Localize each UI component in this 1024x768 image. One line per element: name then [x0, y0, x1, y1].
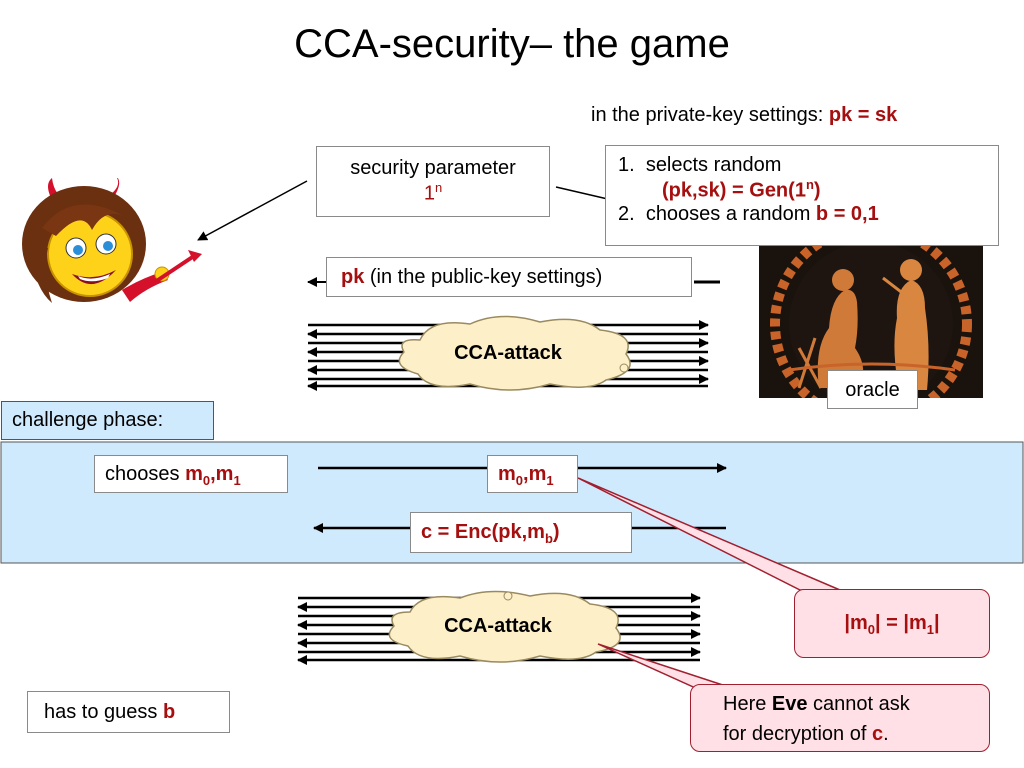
eve-line2-pre: for decryption of	[723, 723, 872, 745]
security-parameter-exponent: n	[434, 180, 443, 195]
guess-prefix: has to guess	[44, 701, 163, 723]
m-pair-sub0: 0	[515, 473, 524, 488]
step-1-detail-sup: n	[805, 177, 814, 192]
chooses-comma: ,	[210, 463, 216, 485]
private-key-note-text: in the private-key settings:	[591, 104, 829, 126]
len-post: |	[934, 612, 940, 634]
m-pair-m1: m	[528, 463, 547, 485]
guess-b: b	[162, 701, 176, 723]
m-pair-comma: ,	[523, 463, 529, 485]
len-mid: | = |	[875, 612, 909, 634]
m-pair: m0,m1	[498, 463, 554, 488]
pk-rest: (in the public-key settings)	[364, 266, 603, 288]
chooses-m1: m	[215, 463, 234, 485]
chooses-m0: m	[185, 463, 203, 485]
cca-attack-label-1: CCA-attack	[454, 342, 562, 364]
len-sub1: 1	[926, 622, 935, 637]
ciphertext: c = Enc(pk,mb)	[421, 521, 560, 546]
security-parameter-label: security parameter	[350, 157, 516, 179]
security-parameter-base: 1	[423, 182, 435, 205]
slide-title: CCA-security– the game	[294, 22, 730, 66]
eve-line1-pre: Here	[723, 693, 772, 715]
eve-note-line2: for decryption of c.	[723, 719, 989, 749]
pk-equals-sk: pk = sk	[828, 104, 898, 126]
pk-message-box: pk (in the public-key settings)	[326, 257, 692, 297]
guess-box: has to guess b	[27, 691, 230, 733]
private-key-note: in the private-key settings: pk = sk	[591, 104, 897, 127]
m-pair-sub1: 1	[546, 473, 554, 488]
chooses-prefix: chooses	[105, 463, 186, 485]
chooses-messages: m0,m1	[185, 463, 241, 488]
step-1-detail: (pk,sk) = Gen(1n)	[618, 177, 998, 203]
pk-label: pk	[341, 266, 365, 288]
len-m0: m	[849, 612, 868, 634]
eve-line1-post: cannot ask	[807, 693, 910, 715]
len-m1: m	[908, 612, 927, 634]
length-constraint: |m0| = |m1|	[844, 612, 940, 637]
cca-attack-label-2: CCA-attack	[444, 615, 552, 637]
chooses-sub1: 1	[233, 473, 241, 488]
security-parameter-value: 1n	[317, 180, 549, 206]
step-2-highlight: b = 0,1	[815, 202, 879, 225]
oracle-label-box: oracle	[827, 370, 918, 409]
eve-c: c	[871, 723, 884, 745]
chooses-sub0: 0	[202, 473, 211, 488]
step-1-detail-post: )	[813, 179, 821, 202]
step-2: 2. chooses a random b = 0,1	[618, 203, 998, 226]
challenge-phase-label-box: challenge phase:	[1, 401, 214, 440]
security-parameter-arrow	[197, 180, 308, 241]
step-2-num: 2.	[618, 202, 635, 225]
step-1-detail-pre: (pk,sk) = Gen(1	[662, 179, 806, 202]
len-pre: |	[844, 612, 850, 634]
eve-line2-post: .	[883, 723, 889, 745]
step-1-text: selects random	[645, 154, 782, 176]
security-parameter-line-right	[555, 186, 613, 201]
ciphertext-sub: b	[544, 531, 553, 546]
ciphertext-box: c = Enc(pk,mb)	[410, 512, 632, 553]
eve-name: Eve	[771, 693, 808, 715]
eve-note-line1: Here Eve cannot ask	[723, 689, 989, 719]
eve-restriction-callout: Here Eve cannot ask for decryption of c.	[690, 684, 990, 752]
length-constraint-callout: |m0| = |m1|	[794, 589, 990, 658]
adversary-devil-image	[22, 178, 202, 303]
challenge-phase-label: challenge phase:	[12, 409, 164, 431]
step-2-text: chooses a random	[645, 202, 816, 225]
security-parameter-box: security parameter 1n	[316, 146, 550, 217]
ciphertext-pre: c = Enc(pk,m	[421, 521, 545, 543]
step-1: 1. selects random	[618, 154, 998, 177]
len-sub0: 0	[867, 622, 875, 637]
cca-attack-cloud-1	[398, 315, 631, 391]
ciphertext-post: )	[552, 521, 560, 543]
m-pair-box: m0,m1	[487, 455, 578, 493]
challenger-steps-box: 1. selects random (pk,sk) = Gen(1n) 2. c…	[605, 145, 999, 246]
chooses-box: chooses m0,m1	[94, 455, 288, 493]
oracle-label: oracle	[845, 379, 900, 401]
m-pair-m0: m	[498, 463, 516, 485]
step-1-num: 1.	[618, 154, 635, 176]
